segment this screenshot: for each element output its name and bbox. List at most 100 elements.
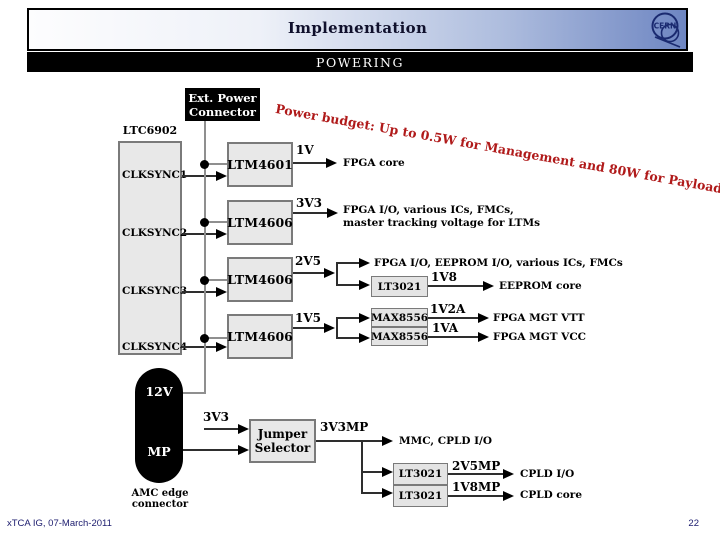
arrowhead-icon [483,281,494,291]
ext-power-connector-block: Ext. Power Connector [185,88,260,121]
connector-line [361,471,382,473]
connector-line [336,317,359,319]
page-title: Implementation [287,19,428,37]
rail-1v2a-label: 1V2A [430,302,466,316]
connector-line [182,291,218,293]
arrowhead-icon [216,229,227,239]
rail-3v3mp-label: 3V3MP [320,420,369,434]
jumper-selector-block: Jumper Selector [249,419,316,463]
rail-1v-label: 1V [296,143,314,157]
junction-dot [200,160,209,169]
connector-line [448,495,503,497]
connector-line [204,428,238,430]
ext-power-line2: Connector [189,104,256,119]
arrowhead-icon [359,280,370,290]
power-trunk-line [183,392,206,394]
branch-line [336,262,338,286]
load-mmc-cpld-io: MMC, CPLD I/O [399,435,493,447]
arrowhead-icon [216,342,227,352]
amc-edge-caption: AMC edge connector [125,488,195,510]
arrowhead-icon [216,171,227,181]
connector-line [336,284,359,286]
cern-logo-icon: CERN [651,12,681,48]
load-fpga-core: FPGA core [343,157,405,169]
regulator-lt3021-1v8mp: LT3021 [393,485,448,507]
regulator-ltm4601: LTM4601 [227,142,293,187]
arrowhead-icon [238,445,249,455]
clksync2-label: CLKSYNC2 [122,227,188,239]
connector-line [428,317,478,319]
connector-line [428,336,478,338]
connector-line [316,440,363,442]
regulator-ltm4606-3: LTM4606 [227,314,293,359]
regulator-lt3021: LT3021 [371,276,428,297]
power-stub-line [205,279,227,281]
branch-line [361,440,363,494]
regulator-ltm4606-1: LTM4606 [227,200,293,245]
connector-line [182,233,218,235]
rail-1v8mp-label: 1V8MP [452,480,501,494]
connector-line [293,162,326,164]
amc-edge-connector-block: 12V MP [135,368,183,483]
connector-line [336,262,359,264]
clksync1-label: CLKSYNC1 [122,169,188,181]
junction-dot [200,218,209,227]
load-eeprom-core: EEPROM core [499,280,582,292]
load-cpld-io: CPLD I/O [520,468,575,480]
power-stub-line [205,337,227,339]
rail-1v5-label: 1V5 [295,311,322,325]
section-bar: POWERING [27,52,693,72]
arrowhead-icon [503,491,514,501]
amc-caption-line2: connector [131,499,189,510]
arrowhead-icon [382,467,393,477]
arrowhead-icon [359,333,370,343]
connector-line [293,272,324,274]
power-budget-note: Power budget: Up to 0.5W for Management … [274,101,720,204]
amc-12v-pin: 12V [145,384,173,399]
arrowhead-icon [324,323,335,333]
footer-text: xTCA IG, 07-March-2011 [7,518,112,529]
arrowhead-icon [238,424,249,434]
connector-line [293,327,324,329]
power-stub-line [205,163,227,165]
arrowhead-icon [382,488,393,498]
connector-line [182,346,218,348]
regulator-ltm4606-2: LTM4606 [227,257,293,302]
load-fpga-io-line2: master tracking voltage for LTMs [343,217,541,229]
clksync3-label: CLKSYNC3 [122,285,188,297]
rail-3v3-mgmt-label: 3V3 [203,410,230,424]
clock-chip-label: LTC6902 [122,124,178,137]
rail-2v5-label: 2V5 [295,254,322,268]
clksync4-label: CLKSYNC4 [122,341,188,353]
amc-mp-pin: MP [147,444,171,459]
regulator-max8556-b: MAX8556 [371,327,428,346]
arrowhead-icon [216,287,227,297]
arrowhead-icon [359,313,370,323]
connector-line [448,473,503,475]
slide-header: Implementation CERN [27,8,688,51]
amc-caption-line1: AMC edge [131,488,189,499]
load-fpga-eeprom-io: FPGA I/O, EEPROM I/O, various ICs, FMCs [374,257,623,269]
jumper-label-line1: Jumper [257,427,308,441]
arrowhead-icon [478,313,489,323]
connector-line [183,449,238,451]
ext-power-line1: Ext. Power [188,90,257,105]
page-number: 22 [688,518,699,529]
rail-3v3-label: 3V3 [296,196,323,210]
load-fpga-mgt-vcc: FPGA MGT VCC [493,331,587,343]
clock-chip-block [118,141,182,355]
arrowhead-icon [382,436,393,446]
junction-dot [200,334,209,343]
connector-line [336,337,359,339]
cern-logo-text: CERN [654,22,677,31]
load-fpga-mgt-vtt: FPGA MGT VTT [493,312,585,324]
load-cpld-core: CPLD core [520,489,583,501]
rail-1v8-label: 1V8 [431,270,458,284]
junction-dot [200,276,209,285]
connector-line [293,212,327,214]
section-title: POWERING [316,55,404,70]
connector-line [363,440,382,442]
arrowhead-icon [324,268,335,278]
jumper-label-line2: Selector [254,441,311,455]
